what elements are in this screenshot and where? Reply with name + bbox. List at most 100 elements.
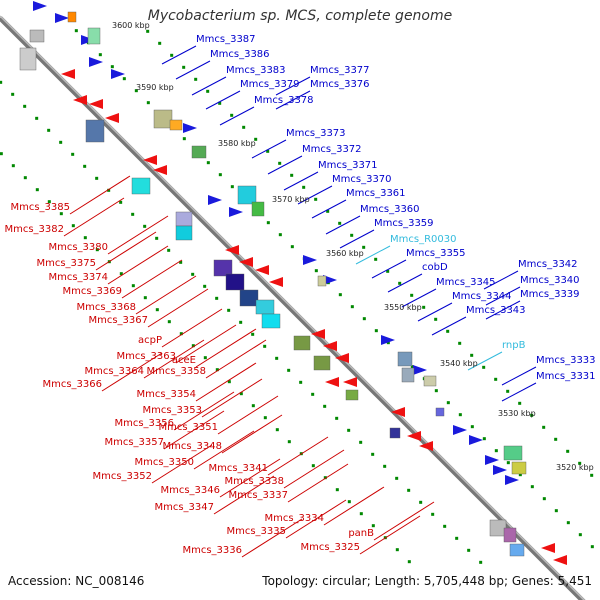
kbp-tick-label: 3600 kbp <box>112 21 150 30</box>
reverse-gene-label: Mmcs_3356 <box>114 418 174 429</box>
reverse-gene-leader <box>267 436 329 476</box>
tick-dot <box>134 89 138 93</box>
reverse-gene-label: Mmcs_3375 <box>36 258 96 269</box>
gene-block <box>175 225 193 241</box>
tick-dot <box>107 188 111 192</box>
forward-gene-label: Mmcs_3342 <box>518 259 578 270</box>
gene-arrow <box>419 441 433 451</box>
gene-arrow <box>311 329 325 339</box>
reverse-gene-leader <box>205 339 267 379</box>
gene-arrow <box>225 245 239 255</box>
tick-dot <box>407 560 411 564</box>
tick-dot <box>434 389 438 393</box>
forward-gene-label: Mmcs_3377 <box>310 65 370 76</box>
gene-block <box>191 145 207 159</box>
tick-dot <box>323 476 327 480</box>
accession-value: NC_008146 <box>75 574 145 588</box>
tick-dot <box>590 473 594 477</box>
reverse-gene-label: Mmcs_3325 <box>300 542 360 553</box>
tick-dot <box>314 197 318 201</box>
reverse-gene-label: Mmcs_3346 <box>160 485 220 496</box>
tick-dot <box>518 401 522 405</box>
tick-dot <box>278 233 282 237</box>
tick-dot <box>314 269 318 273</box>
forward-gene-leader <box>417 302 453 322</box>
tick-dot <box>206 161 210 165</box>
forward-gene-leader <box>501 382 537 402</box>
tick-dot <box>206 89 210 93</box>
topology-label: Topology: <box>262 574 319 588</box>
reverse-gene-label: Mmcs_3348 <box>162 441 222 452</box>
gene-block <box>509 543 525 557</box>
tick-dot <box>395 548 399 552</box>
reverse-gene-label: Mmcs_3385 <box>10 202 70 213</box>
tick-dot <box>167 248 171 252</box>
reverse-gene-leader <box>107 215 169 255</box>
tick-dot <box>446 329 450 333</box>
kbp-tick-label: 3580 kbp <box>218 139 256 148</box>
reverse-gene-label: Mmcs_3363 <box>116 351 176 362</box>
tick-dot <box>479 560 483 564</box>
tick-dot <box>119 272 123 276</box>
gene-arrow <box>413 365 427 375</box>
forward-gene-leader <box>485 286 521 306</box>
kbp-tick-label: 3550 kbp <box>384 303 422 312</box>
gene-block <box>67 11 77 23</box>
forward-gene-label: Mmcs_3339 <box>520 289 580 300</box>
tick-dot <box>251 332 255 336</box>
tick-dot <box>359 440 363 444</box>
reverse-gene-label: panB <box>348 528 374 539</box>
tick-dot <box>218 173 222 177</box>
gene-block <box>225 273 245 291</box>
tick-dot <box>83 164 87 168</box>
forward-gene-label: rnpB <box>502 340 526 351</box>
forward-gene-leader <box>355 245 391 265</box>
tick-dot <box>287 368 291 372</box>
tick-dot <box>230 113 234 117</box>
reverse-gene-leader <box>151 444 213 484</box>
tick-dot <box>191 344 195 348</box>
forward-gene-leader <box>485 300 521 320</box>
tick-dot <box>275 356 279 360</box>
gene-arrow <box>485 455 499 465</box>
tick-dot <box>203 356 207 360</box>
forward-gene-label: Mmcs_3371 <box>318 160 378 171</box>
reverse-gene-leader <box>95 231 157 271</box>
tick-dot <box>386 269 390 273</box>
tick-dot <box>542 425 546 429</box>
tick-dot <box>455 536 459 540</box>
tick-dot <box>98 53 102 57</box>
reverse-gene-label: Mmcs_3368 <box>76 302 136 313</box>
tick-dot <box>395 476 399 480</box>
forward-gene-leader <box>275 76 311 96</box>
forward-gene-leader <box>371 259 407 279</box>
tick-dot <box>167 320 171 324</box>
tick-dot <box>374 329 378 333</box>
gene-block <box>131 177 151 195</box>
tick-dot <box>146 29 150 33</box>
tick-dot <box>338 293 342 297</box>
forward-gene-label: Mmcs_3359 <box>374 218 434 229</box>
gene-arrow <box>325 377 339 387</box>
gene-block <box>345 389 359 401</box>
tick-dot <box>458 413 462 417</box>
tick-dot <box>362 245 366 249</box>
gene-arrow <box>33 1 47 11</box>
reverse-gene-leader <box>195 362 257 402</box>
tick-dot <box>227 308 231 312</box>
tick-dot <box>350 305 354 309</box>
genes-value: 5,451 <box>557 574 592 588</box>
tick-dot <box>263 344 267 348</box>
gene-block <box>317 275 327 287</box>
tick-dot <box>194 77 198 81</box>
gene-arrow <box>541 543 555 553</box>
tick-dot <box>239 392 243 396</box>
tick-dot <box>119 200 123 204</box>
forward-gene-label: Mmcs_3370 <box>332 174 392 185</box>
gene-block <box>19 47 37 71</box>
tick-dot <box>302 185 306 189</box>
gene-arrow <box>89 57 103 67</box>
tick-dot <box>131 284 135 288</box>
tick-dot <box>158 41 162 45</box>
